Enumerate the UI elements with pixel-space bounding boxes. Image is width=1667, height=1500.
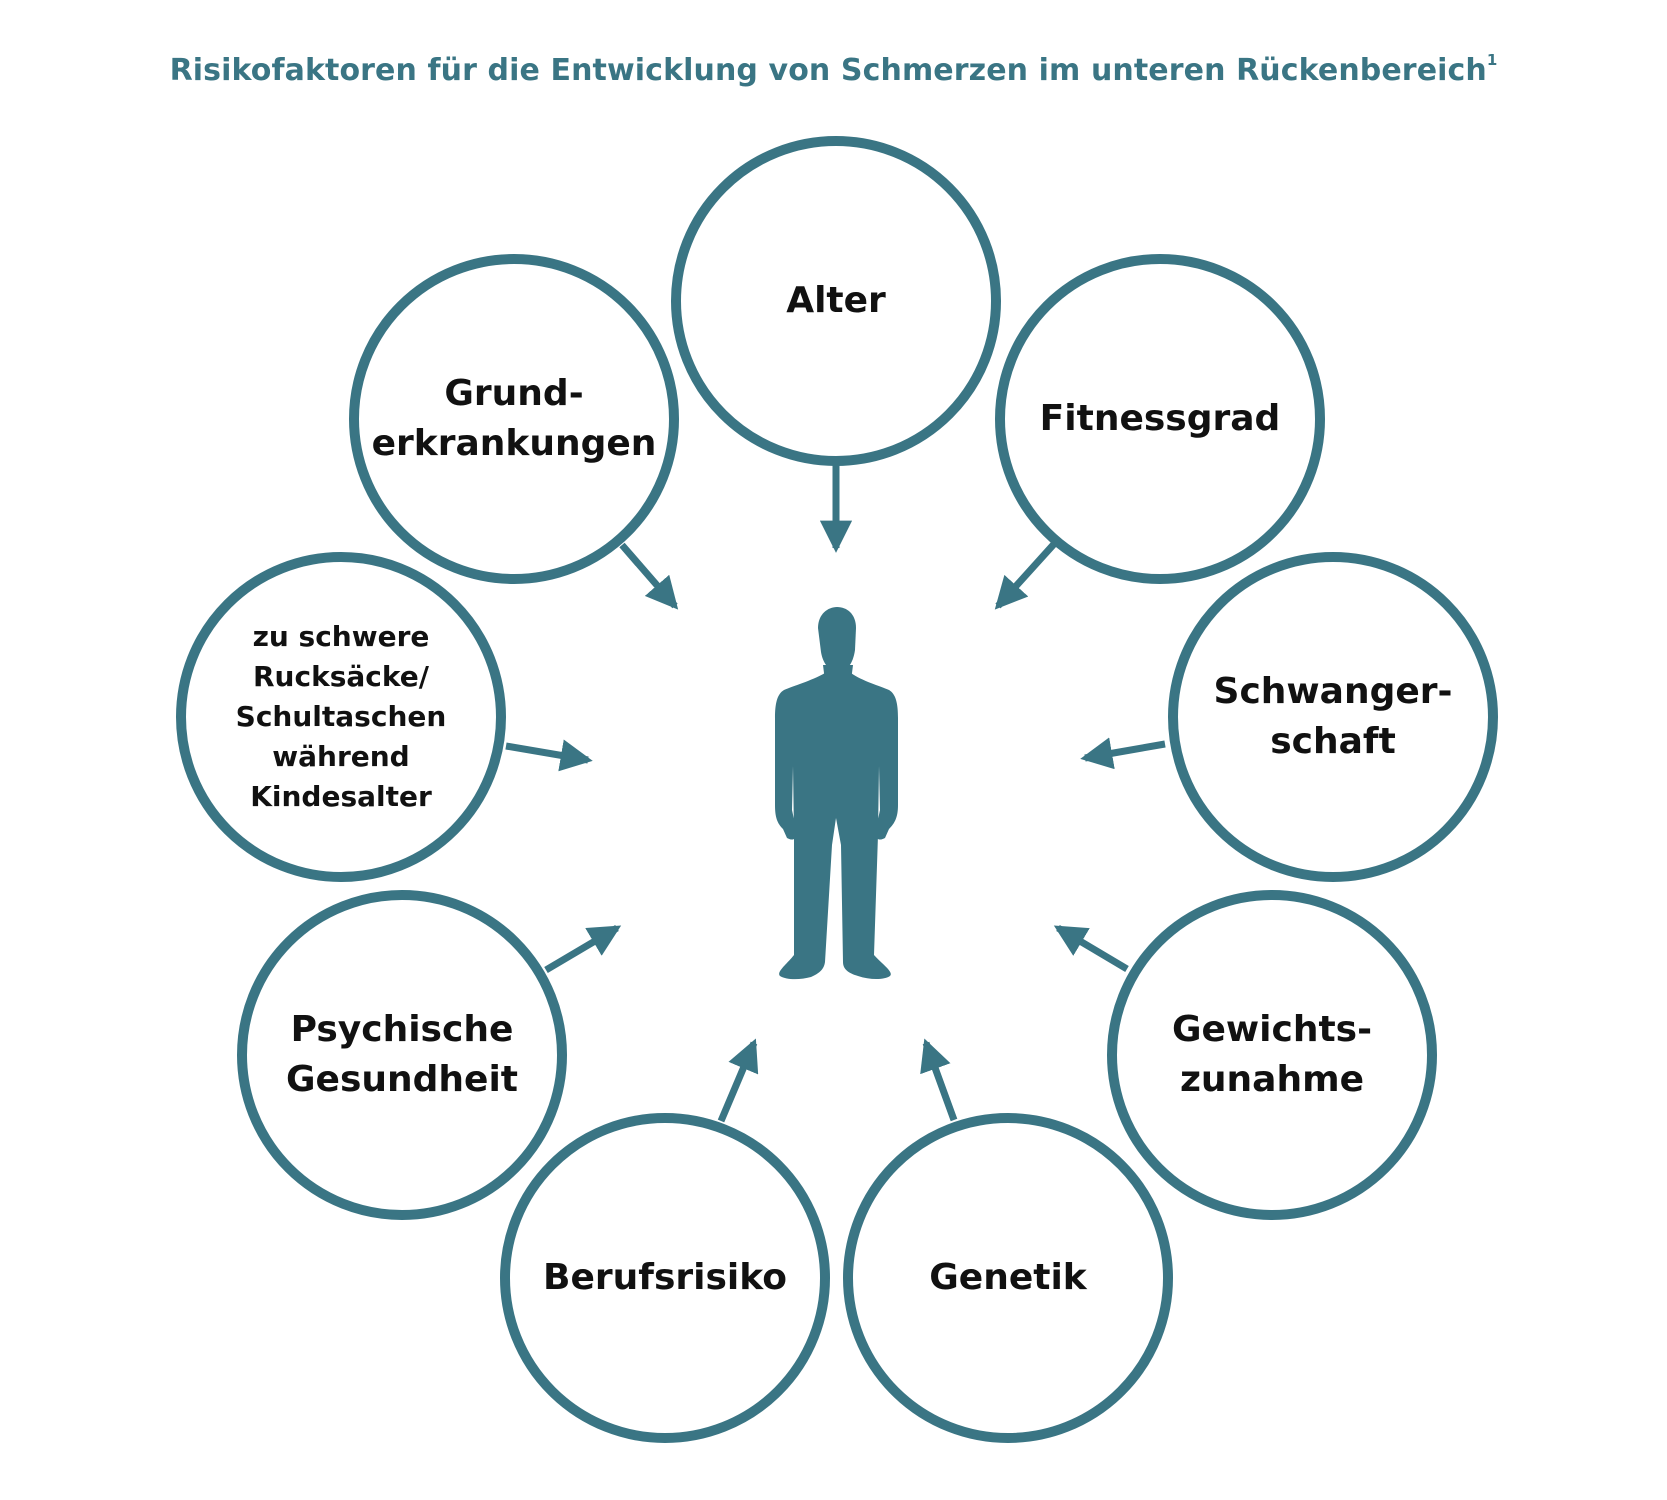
label-berufsrisiko: Berufsrisiko <box>543 1257 787 1298</box>
label-schwangerschaft: Schwanger- schaft <box>1213 671 1453 762</box>
arrow-psychische-gesundheit <box>544 924 622 974</box>
circle-fitnessgrad <box>995 254 1325 584</box>
arrow-schwangerschaft <box>1080 737 1166 770</box>
circle-genetik <box>843 1113 1173 1443</box>
circle-schwangerschaft <box>1168 552 1498 882</box>
arrow-rucksaecke <box>505 739 593 772</box>
label-fitnessgrad: Fitnessgrad <box>1039 398 1281 439</box>
circle-rucksaecke <box>176 552 506 882</box>
label-rucksaecke: zu schwere Rucksäcke/ Schultaschen währe… <box>235 620 447 813</box>
label-psychische-gesundheit: Psychische Gesundheit <box>285 1009 518 1100</box>
title-footnote: 1 <box>1486 51 1498 69</box>
arrow-grunderkrankungen <box>619 542 679 610</box>
label-gewichtszunahme: Gewichts- zunahme <box>1171 1009 1373 1100</box>
arrow-gewichtszunahme <box>1053 924 1129 973</box>
label-genetik: Genetik <box>929 1257 1087 1298</box>
circle-alter <box>671 136 1001 466</box>
person-silhouette-icon <box>775 607 898 980</box>
label-grunderkrankungen: Grund- erkrankungen <box>371 373 657 464</box>
arrow-berufsrisiko <box>717 1038 759 1123</box>
diagram-title: Risikofaktoren für die Entwicklung von S… <box>0 44 1667 91</box>
title-text: Risikofaktoren für die Entwicklung von S… <box>169 53 1487 88</box>
arrow-genetik <box>920 1038 958 1122</box>
circle-gewichtszunahme <box>1107 890 1437 1220</box>
arrow-fitnessgrad <box>994 541 1057 610</box>
circle-grunderkrankungen <box>349 254 679 584</box>
label-alter: Alter <box>786 280 886 321</box>
circle-berufsrisiko <box>500 1113 830 1443</box>
circle-psychische-gesundheit <box>237 890 567 1220</box>
